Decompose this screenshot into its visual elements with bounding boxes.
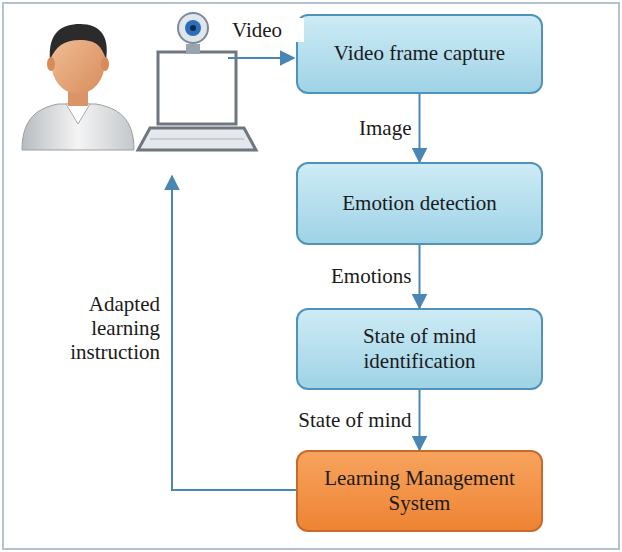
flow-label: Video	[230, 18, 304, 42]
flow-arrow	[419, 245, 421, 308]
flow-arrow	[419, 94, 421, 162]
edge-label: State of mind	[296, 408, 413, 432]
box-label: Learning Management System	[312, 466, 527, 516]
webcam-icon	[178, 13, 208, 54]
edge-label: Image	[357, 116, 413, 140]
process-box: Emotion detection	[296, 162, 543, 245]
process-box: Video frame capture	[296, 14, 543, 94]
flow-label: Adapted learning instruction	[40, 292, 162, 364]
person-figure	[22, 24, 134, 150]
flow-arrow	[419, 390, 421, 450]
frame-border	[3, 3, 619, 549]
system-box: Learning Management System	[296, 450, 543, 532]
box-label: Emotion detection	[342, 191, 497, 216]
laptop-icon	[138, 52, 256, 150]
video-arrow	[228, 57, 294, 59]
process-box: State of mind identification	[296, 308, 543, 390]
feedback-arrow	[172, 176, 296, 490]
box-label: Video frame capture	[334, 41, 505, 66]
edge-label: Emotions	[329, 264, 414, 288]
box-label: State of mind identification	[312, 324, 527, 374]
